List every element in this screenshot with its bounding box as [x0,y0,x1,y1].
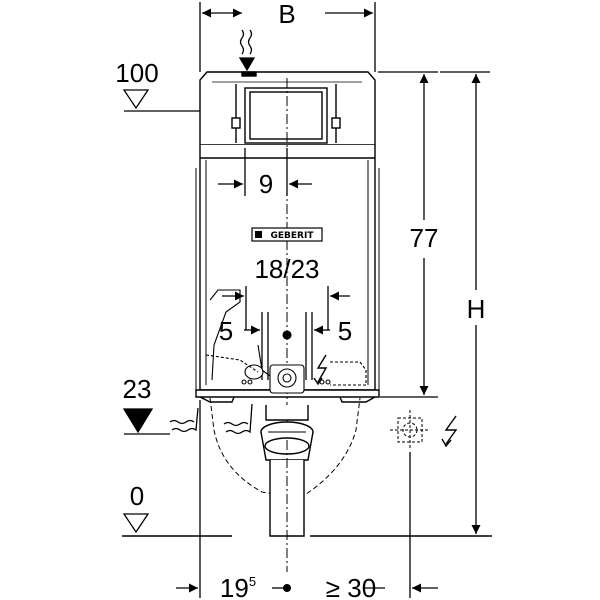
bottom-right-label: ≥ 30 [326,573,376,600]
frame-internals [205,289,367,394]
lightning-icon [441,415,458,448]
elevation-floor-label: 0 [130,481,144,511]
geberit-logo: GEBERIT [251,227,323,242]
wavy-arrows-icon [238,29,256,72]
bottom-left-label: 195 [220,573,256,600]
triangle-down-open-icon [122,89,200,112]
width-label: B [278,0,295,29]
right-gap-label: 5 [338,316,352,346]
socket-icon [390,410,430,450]
logo-text: GEBERIT [271,231,315,241]
total-height-dimension [440,71,490,534]
wavy-arrows-icon [169,403,253,435]
width-dimension [199,2,376,72]
lightning-icon [313,354,328,386]
center-point-marker [283,584,291,592]
gap-dimensions [244,312,330,380]
elevation-mid-label: 23 [123,374,152,404]
water-range-label: 18/23 [254,254,319,284]
flush-offset-label: 9 [259,169,273,199]
frame-height-dimension [378,71,438,398]
left-gap-label: 5 [219,316,233,346]
triangle-down-filled-icon [122,408,170,435]
frame-height-label: 77 [410,223,439,253]
flush-offset-dimension [218,148,312,196]
total-height-label: H [467,294,486,324]
bottom-dimensions [176,400,438,598]
elevation-top-label: 100 [115,58,158,88]
triangle-down-open-icon [122,513,150,534]
